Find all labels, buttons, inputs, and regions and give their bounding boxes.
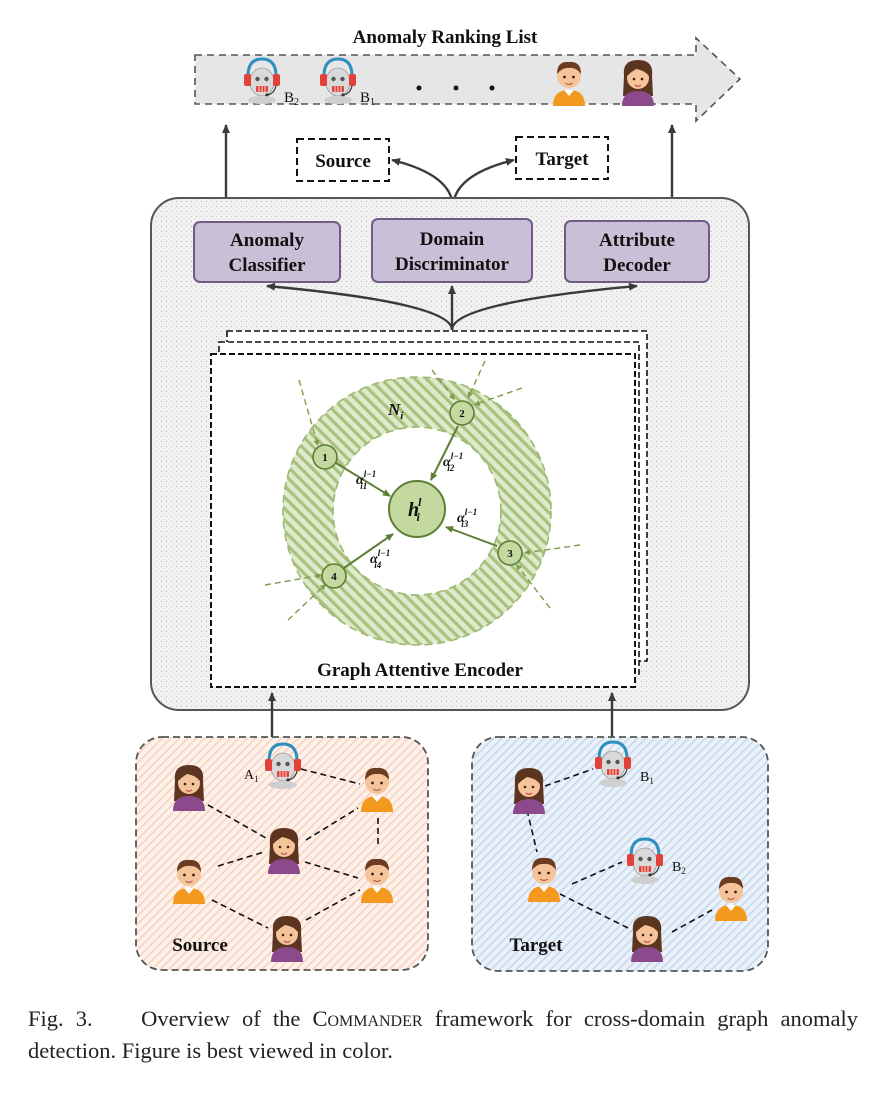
target-output-box: [515, 136, 609, 180]
caption-text-post: framework for cross-domain graph anomaly…: [28, 1006, 859, 1063]
source-user-icon: [270, 915, 304, 963]
neighborhood-label: Ni: [387, 400, 404, 422]
target-anomaly-label-b2: B2: [672, 860, 686, 876]
source-user-icon: [267, 827, 301, 875]
source-output-box: [296, 138, 390, 182]
discriminator-label-line1: Domain: [420, 229, 485, 250]
anomaly-classifier-module: Anomaly Classifier: [193, 221, 341, 283]
domain-discriminator-module: Domain Discriminator: [371, 218, 533, 283]
attribute-decoder-module: Attribute Decoder: [564, 220, 710, 283]
attention-edges: [335, 425, 498, 569]
external-neighbor-links: [264, 360, 581, 621]
decoder-label-line1: Attribute: [599, 230, 675, 251]
source-output-label: Source: [315, 151, 371, 172]
caption-text-pre: Overview of the: [141, 1006, 301, 1031]
source-graph-edges: [207, 768, 379, 929]
neighbor-node-3: 3: [497, 540, 523, 566]
normal-user-icon: [621, 59, 655, 107]
classifier-label-line2: Classifier: [228, 255, 306, 276]
ranking-label-b1: B1: [360, 90, 375, 108]
caption-figure-number: Fig. 3.: [28, 1006, 93, 1031]
source-domain-label: Source: [172, 935, 228, 956]
target-output-label: Target: [535, 149, 589, 170]
svg-text:4: 4: [331, 571, 337, 583]
framework-diagram: Anomaly Ranking List B2 B1 Source Target…: [135, 27, 769, 972]
decoder-label-line2: Decoder: [603, 255, 671, 276]
ranking-label-b2: B2: [284, 90, 299, 108]
ranking-ellipsis: [416, 85, 495, 91]
neighbor-node-2: 2: [449, 400, 475, 426]
target-anomaly-label-b1: B1: [640, 770, 654, 786]
figure-caption: Fig. 3. Overview of the Commander framew…: [28, 1003, 858, 1067]
classifier-label-line1: Anomaly: [230, 230, 304, 251]
center-node: [388, 480, 446, 538]
target-domain-box: [471, 736, 769, 972]
neighbor-node-1: 1: [312, 444, 338, 470]
encoder-to-modules-arrows: [266, 282, 638, 331]
ranking-title: Anomaly Ranking List: [353, 27, 538, 48]
encoder-title: Graph Attentive Encoder: [317, 660, 523, 681]
target-user-icon: [630, 915, 664, 963]
target-graph-edges: [526, 768, 713, 933]
svg-text:1: 1: [322, 452, 328, 464]
source-user-icon: [172, 764, 206, 812]
caption-framework-name: Commander: [312, 1006, 423, 1031]
neighbor-node-4: 4: [321, 563, 347, 589]
target-user-icon: [512, 767, 546, 815]
svg-text:2: 2: [459, 408, 465, 420]
source-anomaly-label: A1: [244, 768, 259, 784]
svg-text:3: 3: [507, 548, 513, 560]
discriminator-label-line2: Discriminator: [395, 254, 510, 275]
target-domain-label: Target: [509, 935, 563, 956]
